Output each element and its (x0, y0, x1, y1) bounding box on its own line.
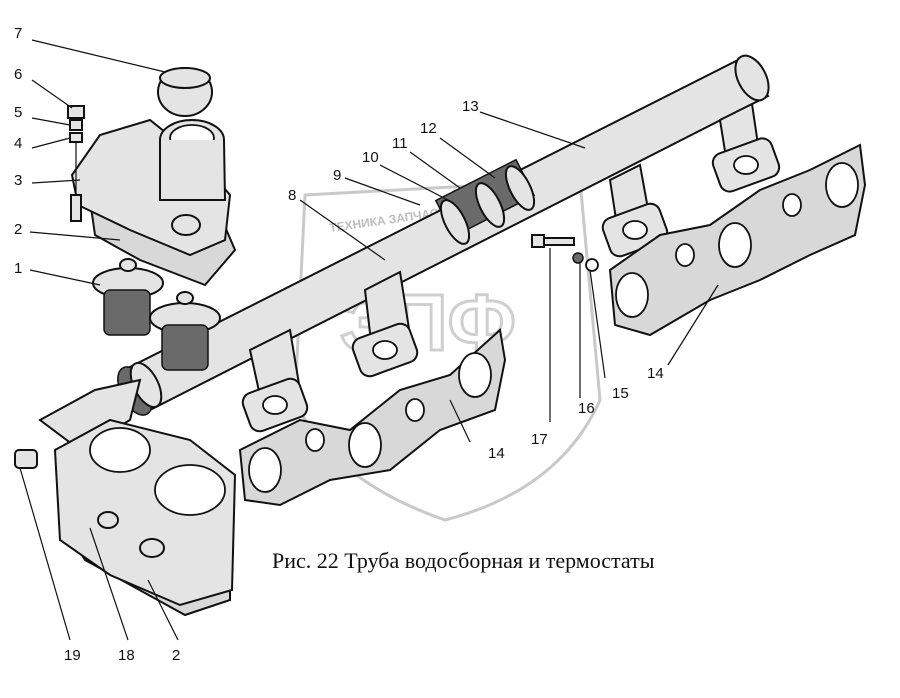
callout-1: 1 (14, 260, 22, 277)
callout-2-bottom: 2 (172, 647, 180, 664)
callout-16: 16 (578, 400, 595, 417)
callout-7: 7 (14, 25, 22, 42)
callout-9: 9 (333, 167, 341, 184)
pipe-bolt-set (531, 234, 599, 272)
callout-12: 12 (420, 120, 437, 137)
callout-19: 19 (64, 647, 81, 664)
thermostats (92, 258, 221, 371)
callout-15: 15 (612, 385, 629, 402)
callout-11: 11 (392, 135, 408, 152)
callout-18: 18 (118, 647, 135, 664)
callout-10: 10 (362, 149, 379, 166)
callout-2-top: 2 (14, 221, 22, 238)
callout-8: 8 (288, 187, 296, 204)
thermostat-housing (14, 378, 237, 617)
flange-gaskets (238, 143, 867, 507)
callout-3: 3 (14, 172, 22, 189)
thermostat-cover (70, 118, 237, 287)
callout-labels: 7 6 5 4 3 2 1 8 9 10 11 12 13 14 14 15 1… (14, 25, 664, 664)
callout-4: 4 (14, 135, 22, 152)
cap-plug (157, 67, 213, 117)
callout-14-right: 14 (647, 365, 664, 382)
water-collector-pipe (117, 54, 770, 416)
callout-5: 5 (14, 104, 22, 121)
callout-6: 6 (14, 66, 22, 83)
pipe-outlet-flanges (241, 102, 781, 433)
callout-14-left: 14 (488, 445, 505, 462)
callout-17: 17 (531, 431, 548, 448)
leader-lines (19, 39, 719, 641)
callout-13: 13 (462, 98, 479, 115)
figure-caption: Рис. 22 Труба водосборная и термостаты (272, 548, 655, 573)
